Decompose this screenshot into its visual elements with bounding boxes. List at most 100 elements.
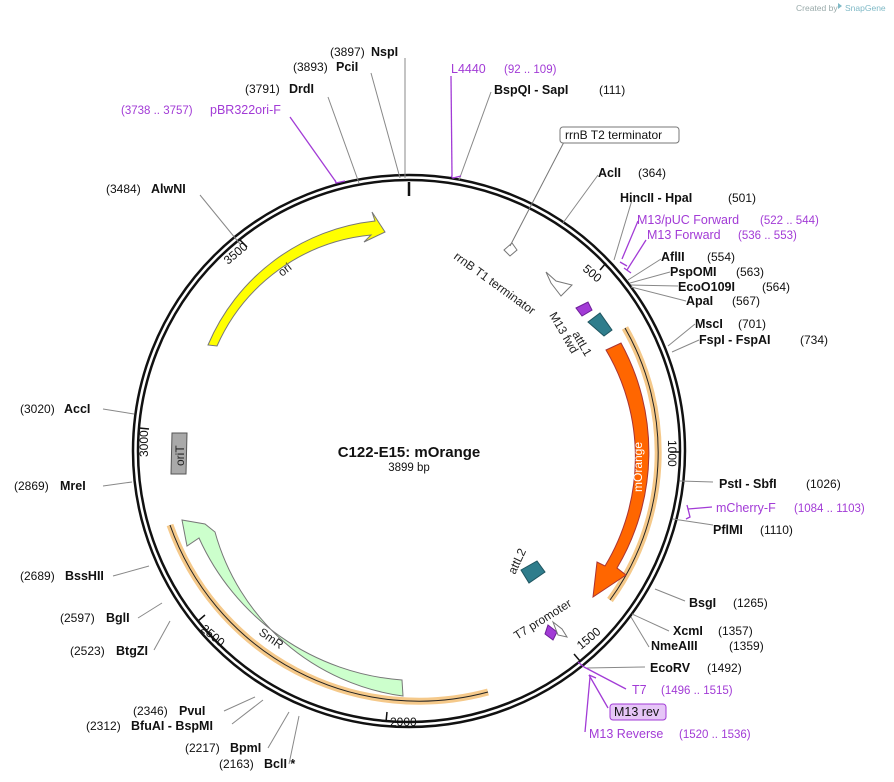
site-bspqi-pos: (111): [599, 83, 625, 97]
primer-pbr322-name[interactable]: pBR322ori-F: [210, 103, 281, 117]
primer-pbr322-range: (3738 .. 3757): [121, 105, 193, 117]
site-msci-name[interactable]: MscI: [695, 317, 723, 331]
snapgene-logo-icon: [838, 3, 842, 9]
plasmid-name: C122-E15: mOrange: [338, 444, 481, 461]
site-xcmi-name[interactable]: XcmI: [673, 624, 703, 638]
morange-highlight-line: [609, 327, 659, 601]
site-ecorv-name[interactable]: EcoRV: [650, 661, 691, 675]
primer-m13reverse-name[interactable]: M13 Reverse: [589, 727, 663, 741]
site-acci-name[interactable]: AccI: [64, 402, 90, 416]
rrnb-t1-label: rrnB T1 terminator: [451, 249, 538, 317]
site-bcli-name[interactable]: BclI *: [264, 757, 295, 771]
site-apai-pos: (567): [732, 294, 760, 308]
site-bgli-pos: (2597): [60, 611, 95, 625]
smr-feature[interactable]: [181, 519, 404, 697]
site-nmeaiii-pos: (1359): [729, 639, 764, 653]
site-bspqi-name[interactable]: BspQI - SapI: [494, 83, 568, 97]
rrnb-t2-feature[interactable]: [503, 242, 518, 257]
primer-l4440-name[interactable]: L4440: [451, 62, 486, 76]
primer-m13puc-name[interactable]: M13/pUC Forward: [637, 213, 739, 227]
site-eco0109i-name[interactable]: EcoO109I: [678, 280, 735, 294]
site-pflmi-pos: (1110): [760, 523, 793, 537]
tick-label-500: 500: [580, 262, 605, 286]
rrnb-t2-box[interactable]: [559, 126, 680, 144]
primer-t7-name[interactable]: T7: [632, 683, 647, 697]
site-bpmi-pos: (2217): [185, 741, 220, 755]
attl2-feature[interactable]: [520, 560, 546, 584]
credit-brand: SnapGene: [845, 3, 886, 13]
plasmid-length: 3899 bp: [388, 462, 430, 474]
site-bgli-name[interactable]: BglI: [106, 611, 130, 625]
site-leaders: [102, 58, 714, 765]
morange-feature[interactable]: [592, 342, 650, 599]
site-nspi-pos: (3897): [330, 45, 365, 59]
site-pcii-name[interactable]: PciI: [336, 60, 358, 74]
site-bfuai-pos: (2312): [86, 719, 121, 733]
site-bfuai-name[interactable]: BfuAI - BspMI: [131, 719, 213, 733]
site-alwni-name[interactable]: AlwNI: [151, 182, 186, 196]
site-bsgi-name[interactable]: BsgI: [689, 596, 716, 610]
rrnb-t1-feature[interactable]: [545, 271, 573, 297]
site-psti-name[interactable]: PstI - SbfI: [719, 477, 777, 491]
primer-m13fwd-name[interactable]: M13 Forward: [647, 228, 721, 242]
site-acli-name[interactable]: AclI: [598, 166, 621, 180]
attl1-feature[interactable]: [587, 312, 613, 337]
site-bpmi-name[interactable]: BpmI: [230, 741, 261, 755]
site-acci-pos: (3020): [20, 402, 55, 416]
primer-l4440-range: (92 .. 109): [504, 64, 557, 76]
tick-label-1000: 1000: [665, 440, 679, 467]
primer-mcherry-name[interactable]: mCherry-F: [716, 501, 776, 515]
site-hincii-name[interactable]: HincII - HpaI: [620, 191, 692, 205]
site-bsshii-name[interactable]: BssHII: [65, 569, 104, 583]
site-mrei-name[interactable]: MreI: [60, 479, 86, 493]
site-aflii-name[interactable]: AflII: [661, 250, 685, 264]
site-msci-pos: (701): [738, 317, 766, 331]
morange-label: mOrange: [631, 442, 645, 492]
site-btgzi-pos: (2523): [70, 644, 105, 658]
t7-promoter-feature[interactable]: [551, 620, 569, 638]
ori-feature[interactable]: [207, 211, 386, 347]
smr-highlight-line: [169, 524, 489, 702]
orit-feature[interactable]: [170, 432, 188, 475]
orit-label: oriT: [173, 445, 187, 466]
plasmid-backbone: [131, 173, 687, 729]
site-nmeaiii-name[interactable]: NmeAIII: [651, 639, 698, 653]
site-pvui-pos: (2346): [133, 704, 168, 718]
primer-m13rev-name: M13 rev: [614, 705, 660, 719]
primer-t7-range: (1496 .. 1515): [661, 685, 733, 697]
tick-label-1500: 1500: [574, 624, 604, 652]
primer-m13fwd-range: (536 .. 553): [738, 230, 797, 242]
site-bsgi-pos: (1265): [733, 596, 768, 610]
site-fspi-name[interactable]: FspI - FspAI: [699, 333, 771, 347]
primer-m13puc-range: (522 .. 544): [760, 215, 819, 227]
site-nspi-name[interactable]: NspI: [371, 45, 398, 59]
site-eco0109i-pos: (564): [762, 280, 790, 294]
rrnb-t2-leader: [509, 141, 565, 247]
site-pflmi-name[interactable]: PflMI: [713, 523, 743, 537]
site-alwni-pos: (3484): [106, 182, 141, 196]
site-acli-pos: (364): [638, 166, 666, 180]
site-drdi-name[interactable]: DrdI: [289, 82, 314, 96]
credit-text: Created by: [796, 3, 838, 13]
tick-marks: [138, 239, 680, 723]
site-pspomi-pos: (563): [736, 265, 764, 279]
site-xcmi-pos: (1357): [718, 624, 753, 638]
tick-label-3000: 3000: [137, 430, 151, 457]
site-hincii-pos: (501): [728, 191, 756, 205]
t7-primer-arrow[interactable]: [544, 624, 558, 641]
site-bsshii-pos: (2689): [20, 569, 55, 583]
site-drdi-pos: (3791): [245, 82, 280, 96]
m13-fwd-feature[interactable]: [575, 301, 593, 317]
primer-m13rev-box[interactable]: [609, 703, 667, 721]
site-apai-name[interactable]: ApaI: [686, 294, 713, 308]
site-fspi-pos: (734): [800, 333, 828, 347]
site-mrei-pos: (2869): [14, 479, 49, 493]
site-pspomi-name[interactable]: PspOMI: [670, 265, 717, 279]
site-pcii-pos: (3893): [293, 60, 328, 74]
site-pvui-name[interactable]: PvuI: [179, 704, 205, 718]
site-btgzi-name[interactable]: BtgZI: [116, 644, 148, 658]
site-ecorv-pos: (1492): [707, 661, 742, 675]
primer-leaders: [289, 75, 713, 733]
primer-m13reverse-range: (1520 .. 1536): [679, 729, 751, 741]
